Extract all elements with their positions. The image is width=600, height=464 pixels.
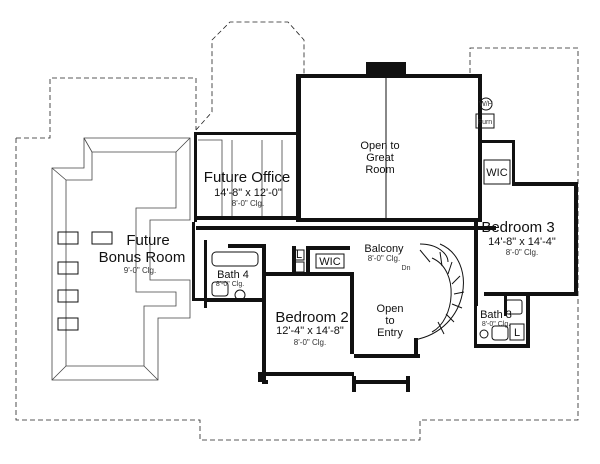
svg-text:Open to: Open to [360,140,399,152]
svg-text:Bath 3: Bath 3 [480,309,512,321]
svg-text:WIC: WIC [319,256,340,268]
svg-text:L: L [514,327,520,339]
open-entry-label: Open to Entry [377,303,404,339]
closet-labels: WIC WIC L L [293,159,525,341]
fixtures [211,78,523,341]
svg-text:Future: Future [126,232,169,249]
svg-text:Dn: Dn [402,265,411,272]
svg-text:Bedroom 2: Bedroom 2 [275,309,348,326]
future-bonus-label: Future Bonus Room 9'-0" Clg. [99,232,186,275]
svg-text:Bath 4: Bath 4 [217,269,249,281]
svg-text:8'-0" Clg.: 8'-0" Clg. [368,254,400,263]
svg-text:Entry: Entry [377,327,403,339]
svg-text:8'-0" Clg.: 8'-0" Clg. [482,321,510,328]
bath3-label: Bath 3 8'-0" Clg. [480,309,512,328]
curved-stair [413,243,465,341]
bedroom3-label: Bedroom 3 14'-8" x 14'-4" 8'-0" Clg. [481,219,556,257]
svg-text:Room: Room [365,164,394,176]
svg-text:W/H: W/H [479,101,493,108]
mech-labels: Furn W/H Dn [402,101,493,272]
svg-text:Bonus Room: Bonus Room [99,249,186,266]
roof-outline [15,21,579,441]
bonus-roof-hips [51,137,191,381]
open-great-room-label: Open to Great Room [360,140,399,176]
walls [192,62,578,392]
svg-text:WIC: WIC [486,167,507,179]
svg-text:Great: Great [366,152,394,164]
future-office-label: Future Office 14'-8" x 12'-0" 8'-0" Clg. [204,169,290,208]
bath4-label: Bath 4 8'-0" Clg. [216,269,249,288]
bedroom2-label: Bedroom 2 12'-4" x 14'-8" 8'-0" Clg. [275,309,348,347]
svg-text:14'-8" x 14'-4": 14'-8" x 14'-4" [488,236,556,248]
svg-text:8'-0" Clg.: 8'-0" Clg. [232,199,264,208]
svg-text:Furn: Furn [478,119,493,126]
svg-text:to: to [385,315,394,327]
svg-text:Future Office: Future Office [204,169,290,186]
svg-text:14'-8" x 12'-0": 14'-8" x 12'-0" [214,187,282,199]
svg-text:12'-4" x 14'-8": 12'-4" x 14'-8" [276,325,344,337]
svg-text:Balcony: Balcony [364,243,404,255]
svg-text:8'-0" Clg.: 8'-0" Clg. [506,248,538,257]
svg-text:9'-0" Clg.: 9'-0" Clg. [124,266,156,275]
office-bays [198,139,283,218]
svg-text:8'-0" Clg.: 8'-0" Clg. [294,338,326,347]
svg-text:Bedroom 3: Bedroom 3 [481,219,554,236]
svg-text:Open: Open [377,303,404,315]
svg-text:8'-0" Clg.: 8'-0" Clg. [216,281,244,288]
balcony-label: Balcony 8'-0" Clg. [364,243,404,263]
svg-text:L: L [296,249,302,261]
